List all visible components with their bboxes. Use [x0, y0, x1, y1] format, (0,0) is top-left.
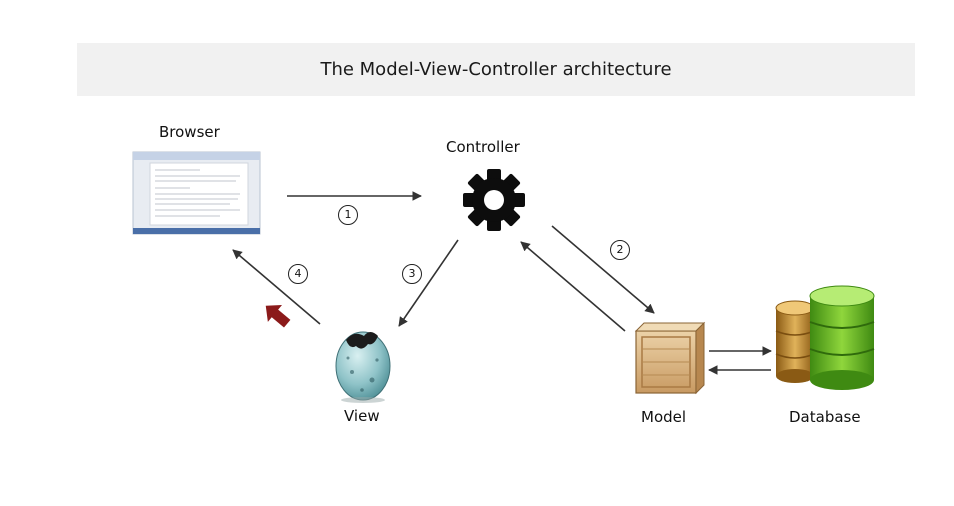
- view-label: View: [344, 407, 380, 425]
- gear-icon: [463, 169, 525, 231]
- page-title: The Model-View-Controller architecture: [320, 59, 672, 80]
- browser-screenshot-icon: [132, 151, 261, 235]
- browser-label: Browser: [159, 123, 220, 141]
- database-label: Database: [789, 408, 861, 426]
- highlight-arrow-icon: [265, 305, 291, 328]
- step-1-badge: 1: [338, 205, 358, 225]
- arrow-model-to-controller: [520, 241, 626, 332]
- controller-label: Controller: [446, 138, 520, 156]
- model-label: Model: [641, 408, 687, 426]
- crate-icon: [634, 321, 706, 395]
- arrow-controller-to-view: [398, 239, 459, 327]
- egg-icon: [335, 331, 391, 403]
- step-3-badge: 3: [402, 264, 422, 284]
- database-icon: [775, 285, 875, 390]
- title-bar: The Model-View-Controller architecture: [77, 43, 915, 96]
- step-4-badge: 4: [288, 264, 308, 284]
- arrow-view-to-browser: [232, 249, 321, 325]
- arrows: [232, 191, 772, 375]
- step-2-badge: 2: [610, 240, 630, 260]
- arrow-controller-to-model: [551, 225, 655, 314]
